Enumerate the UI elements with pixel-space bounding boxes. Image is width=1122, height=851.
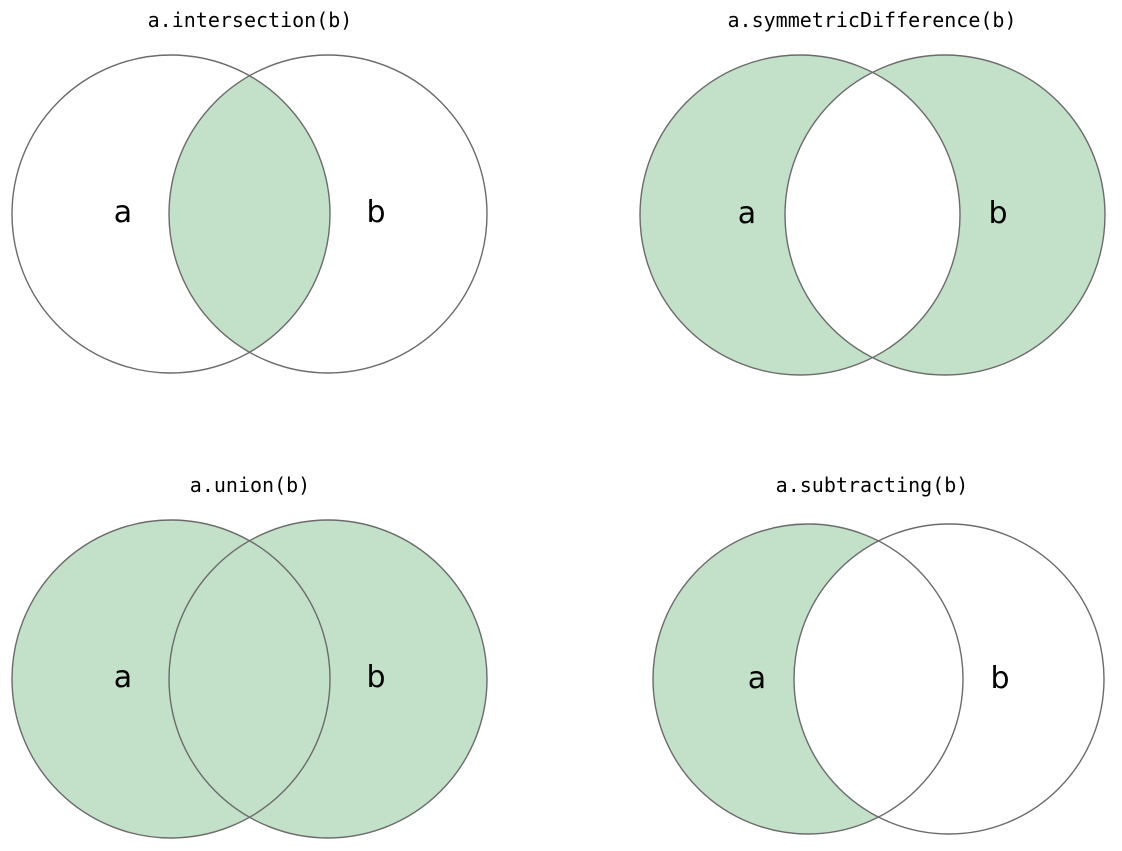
set-label-b: b <box>990 661 1010 696</box>
circle-b-outline <box>168 54 488 374</box>
region-intersection-fill <box>169 55 330 373</box>
panel-title-subtracting: a.subtracting(b) <box>775 473 969 497</box>
set-label-a: a <box>113 660 133 695</box>
circle-a-outline <box>11 54 331 374</box>
panel-union: a.union(b) a b <box>0 425 561 851</box>
circle-a-outline <box>652 523 964 835</box>
venn-svg-intersection <box>11 54 488 374</box>
venn-svg-symmetric-difference <box>639 54 1106 376</box>
circle-b-outline <box>784 54 1106 376</box>
panel-subtracting: a.subtracting(b) a b <box>561 425 1122 851</box>
region-b-only-fill <box>785 55 1105 375</box>
circle-a-outline <box>639 54 961 376</box>
set-label-a: a <box>747 661 767 696</box>
panel-title-intersection: a.intersection(b) <box>147 8 353 32</box>
set-label-b: b <box>366 195 386 230</box>
region-a-only-fill <box>640 55 960 375</box>
region-a-minus-b-fill <box>653 524 963 834</box>
venn-svg-union <box>11 519 488 839</box>
set-label-b: b <box>988 196 1008 231</box>
circle-b-outline <box>168 519 488 839</box>
set-label-b: b <box>366 660 386 695</box>
circle-b-outline <box>793 523 1105 835</box>
panel-intersection: a.intersection(b) a b <box>0 0 561 425</box>
panel-title-symmetric-difference: a.symmetricDifference(b) <box>727 8 1017 32</box>
circle-a-outline <box>11 519 331 839</box>
set-label-a: a <box>737 196 757 231</box>
region-b-fill <box>169 520 487 838</box>
panel-title-union: a.union(b) <box>189 473 311 497</box>
set-label-a: a <box>113 195 133 230</box>
venn-svg-subtracting <box>652 523 1105 835</box>
panel-symmetric-difference: a.symmetricDifference(b) a b <box>561 0 1122 425</box>
